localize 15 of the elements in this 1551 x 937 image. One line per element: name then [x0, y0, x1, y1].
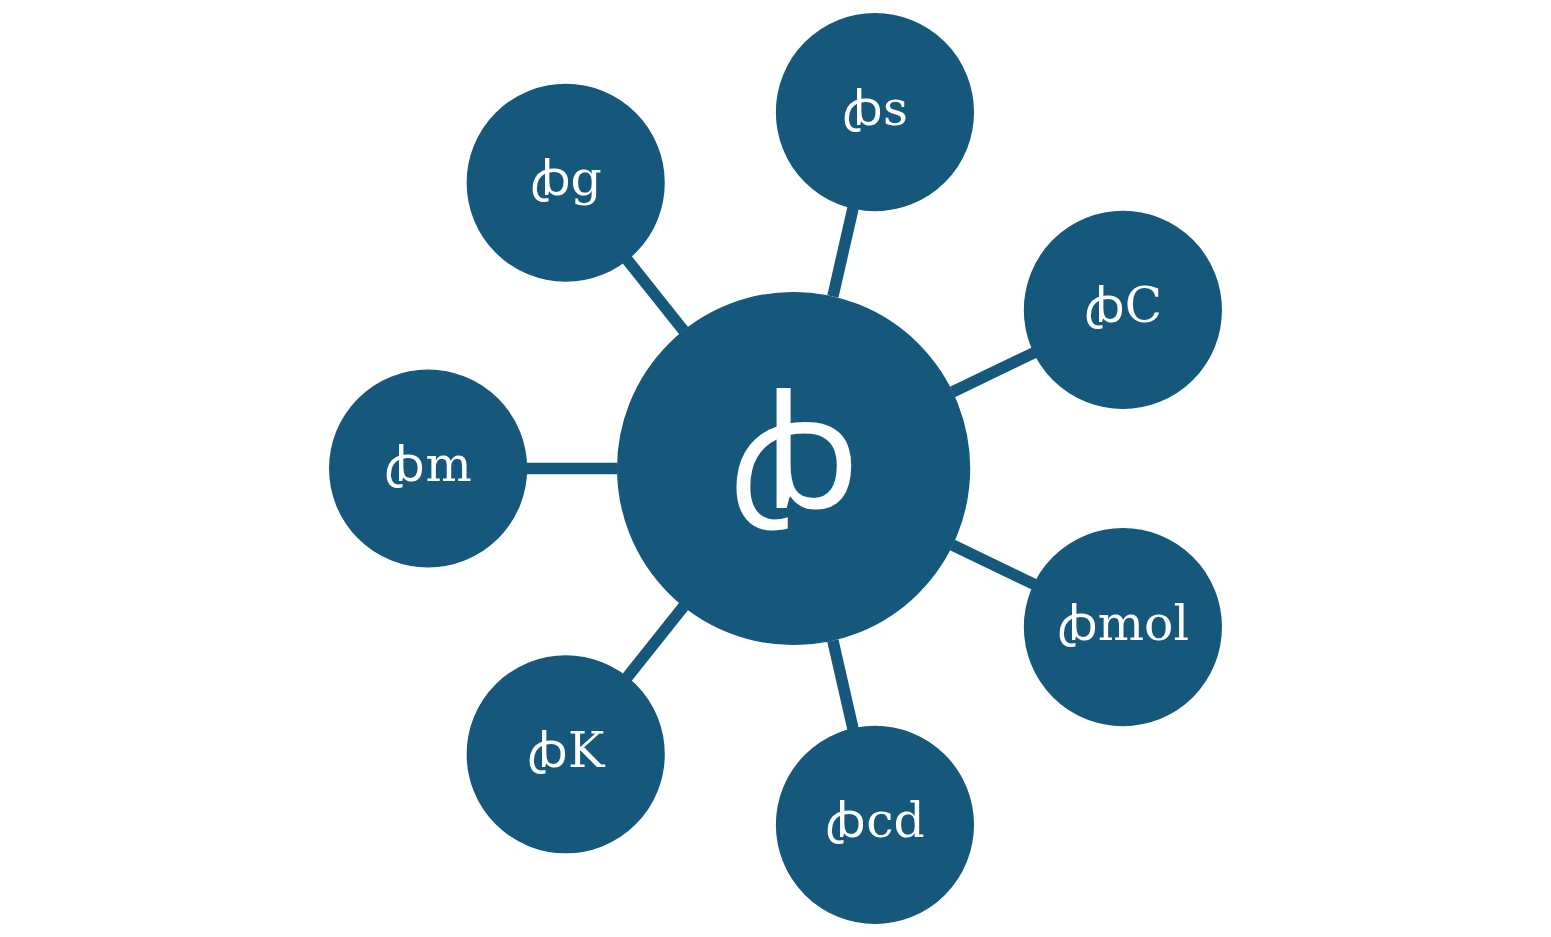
connector: [949, 347, 1037, 398]
connector: [827, 206, 859, 298]
connector: [622, 256, 689, 335]
node-circle: ꞗC: [1023, 210, 1222, 409]
connector: [827, 639, 859, 731]
node-circle: ꞗg: [466, 83, 665, 282]
node-circle: ꞗmol: [1023, 528, 1222, 727]
node-circle: ꞗcd: [775, 725, 974, 924]
node-circle: ꞗ: [617, 291, 971, 646]
connector: [526, 462, 618, 475]
node-circle: ꞗm: [329, 369, 528, 568]
node-circle: ꞗK: [466, 655, 665, 854]
connector: [622, 602, 689, 681]
connector: [949, 539, 1037, 590]
node-circle: ꞗs: [775, 13, 974, 212]
